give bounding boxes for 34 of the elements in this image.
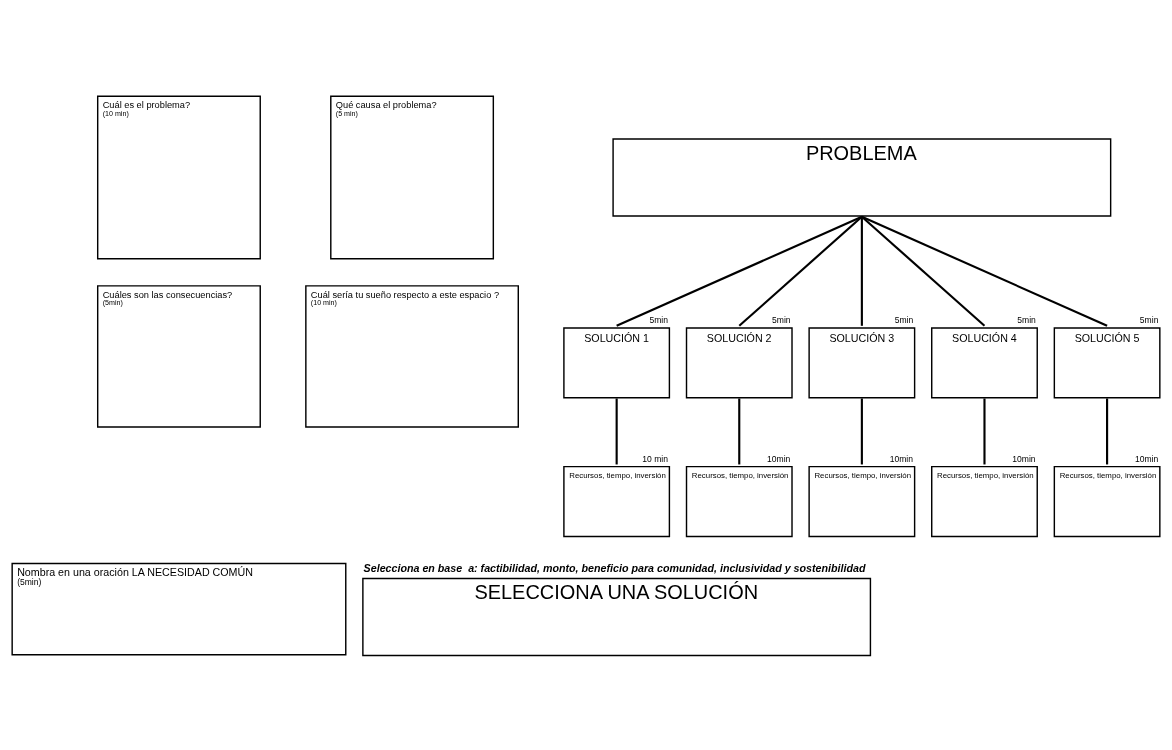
node-box: SOLUCIÓN 5	[1053, 327, 1161, 399]
node-box: Recursos, tiempo, inversión	[931, 465, 1038, 538]
connector	[1106, 398, 1109, 465]
node-label: 5min	[649, 315, 668, 326]
node-label: 10 min	[642, 454, 668, 465]
node-box: SOLUCIÓN 2	[685, 327, 793, 399]
node-label: 10min	[889, 454, 913, 465]
node-box: PROBLEMA	[612, 138, 1112, 217]
node-label: 10min	[767, 454, 791, 465]
node-box: Recursos, tiempo, inversión	[808, 465, 916, 538]
node-box: Recursos, tiempo, inversión	[563, 465, 671, 538]
node-box: Recursos, tiempo, inversión	[685, 465, 793, 538]
node-box: Recursos, tiempo, inversión	[1053, 465, 1161, 538]
node-label: Selecciona en base a: factibilidad, monto, beneficio para comunidad, inclusividad y sostenibilidad	[363, 562, 866, 575]
node-label: 5min	[894, 315, 914, 326]
connector	[616, 215, 863, 327]
connector	[615, 398, 618, 465]
node-box: SOLUCIÓN 4	[931, 327, 1038, 399]
node-label: 5min	[772, 315, 791, 326]
node-label: 10min	[1012, 454, 1036, 465]
connector	[861, 215, 1108, 327]
node-box: SOLUCIÓN 3	[808, 327, 916, 399]
connector	[860, 216, 863, 326]
node-box: SOLUCIÓN 1	[563, 327, 671, 399]
connector	[983, 398, 986, 465]
connector	[861, 215, 986, 327]
node-label: 5min	[1017, 315, 1036, 326]
node-box: Nombra en una oración LA NECESIDAD COMÚN (5min)	[11, 562, 347, 656]
node-label: 5min	[1139, 315, 1159, 326]
connector	[738, 215, 863, 327]
node-label: 10min	[1134, 454, 1159, 465]
connector	[860, 398, 863, 465]
connector	[738, 398, 741, 465]
node-box: SELECCIONA UNA SOLUCIÓN	[362, 577, 872, 657]
